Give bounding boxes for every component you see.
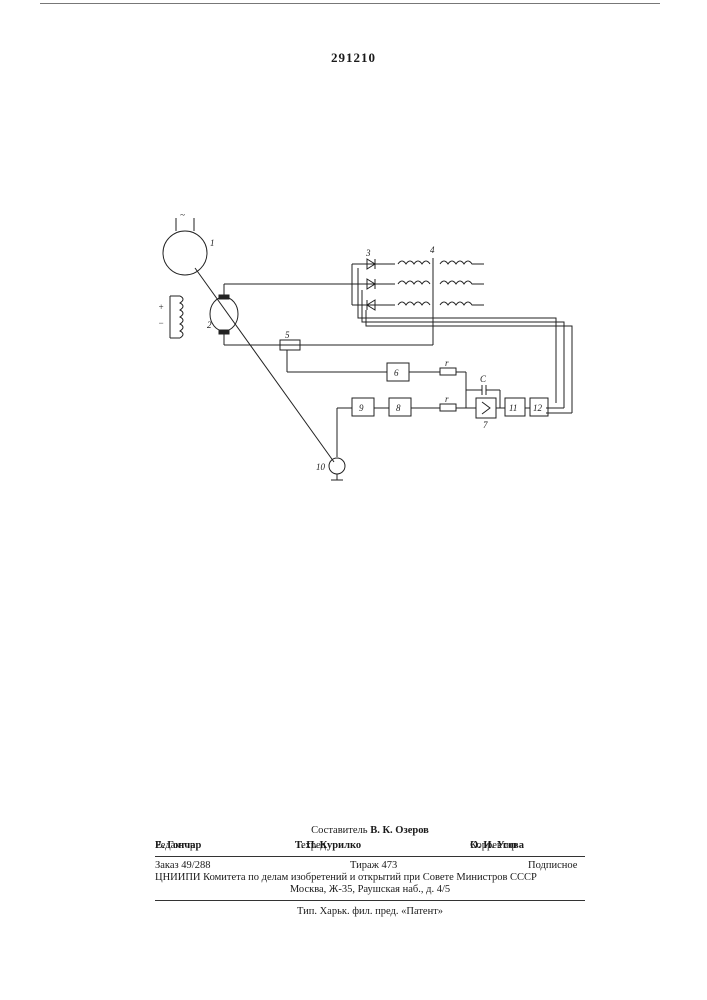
address: Москва, Ж-35, Раушская наб., д. 4/5 xyxy=(155,884,585,896)
tachogenerator-symbol xyxy=(329,458,345,474)
resistor-r1 xyxy=(440,368,456,375)
motor-symbol xyxy=(210,297,238,331)
reactor-1 xyxy=(398,261,430,264)
label-6: 6 xyxy=(394,368,399,378)
label-11: 11 xyxy=(509,403,517,413)
imprint-rule-1 xyxy=(155,856,585,857)
generator-symbol xyxy=(163,231,207,275)
label-4: 4 xyxy=(430,245,435,255)
order-line: Заказ 49/288 Тираж 473 Подписное xyxy=(155,860,585,872)
resistor-r2 xyxy=(440,404,456,411)
label-minus: − xyxy=(158,318,164,328)
label-2: 2 xyxy=(207,320,212,330)
imprint-rule-2 xyxy=(155,900,585,901)
editors-line: Редактор Е. Гончар Техред Т. П. Курилко … xyxy=(155,840,585,852)
label-r1: r xyxy=(445,358,449,368)
reactor-3 xyxy=(398,302,430,305)
editor: Редактор Е. Гончар xyxy=(155,840,201,852)
label-3: 3 xyxy=(365,248,371,258)
label-plus: + xyxy=(158,302,164,312)
techred: Техред Т. П. Курилко xyxy=(295,840,361,852)
label-r2: r xyxy=(445,394,449,404)
ac-symbol: ~ xyxy=(180,210,185,220)
amplifier-7 xyxy=(476,398,496,418)
order-number: Заказ 49/288 xyxy=(155,860,210,872)
label-1: 1 xyxy=(210,238,215,248)
label-c: C xyxy=(480,374,487,384)
compiler-label: Составитель xyxy=(311,825,367,836)
circulation: Тираж 473 xyxy=(350,860,397,872)
label-9: 9 xyxy=(359,403,364,413)
label-8: 8 xyxy=(396,403,401,413)
label-12: 12 xyxy=(533,403,543,413)
label-5: 5 xyxy=(285,330,290,340)
label-7: 7 xyxy=(483,420,488,430)
printer: Тип. Харьк. фил. пред. «Патент» xyxy=(155,906,585,918)
field-winding xyxy=(180,296,183,338)
subscription: Подписное xyxy=(528,860,577,872)
compiler-line: Составитель В. К. Озеров xyxy=(155,825,585,837)
shaft-line xyxy=(195,268,334,462)
reactor-2 xyxy=(398,281,430,284)
label-10: 10 xyxy=(316,462,326,472)
compiler-name: В. К. Озеров xyxy=(370,825,429,836)
organization: ЦНИИПИ Комитета по делам изобретений и о… xyxy=(155,872,585,884)
corrector: Корректор О. И. Усова xyxy=(470,840,524,852)
